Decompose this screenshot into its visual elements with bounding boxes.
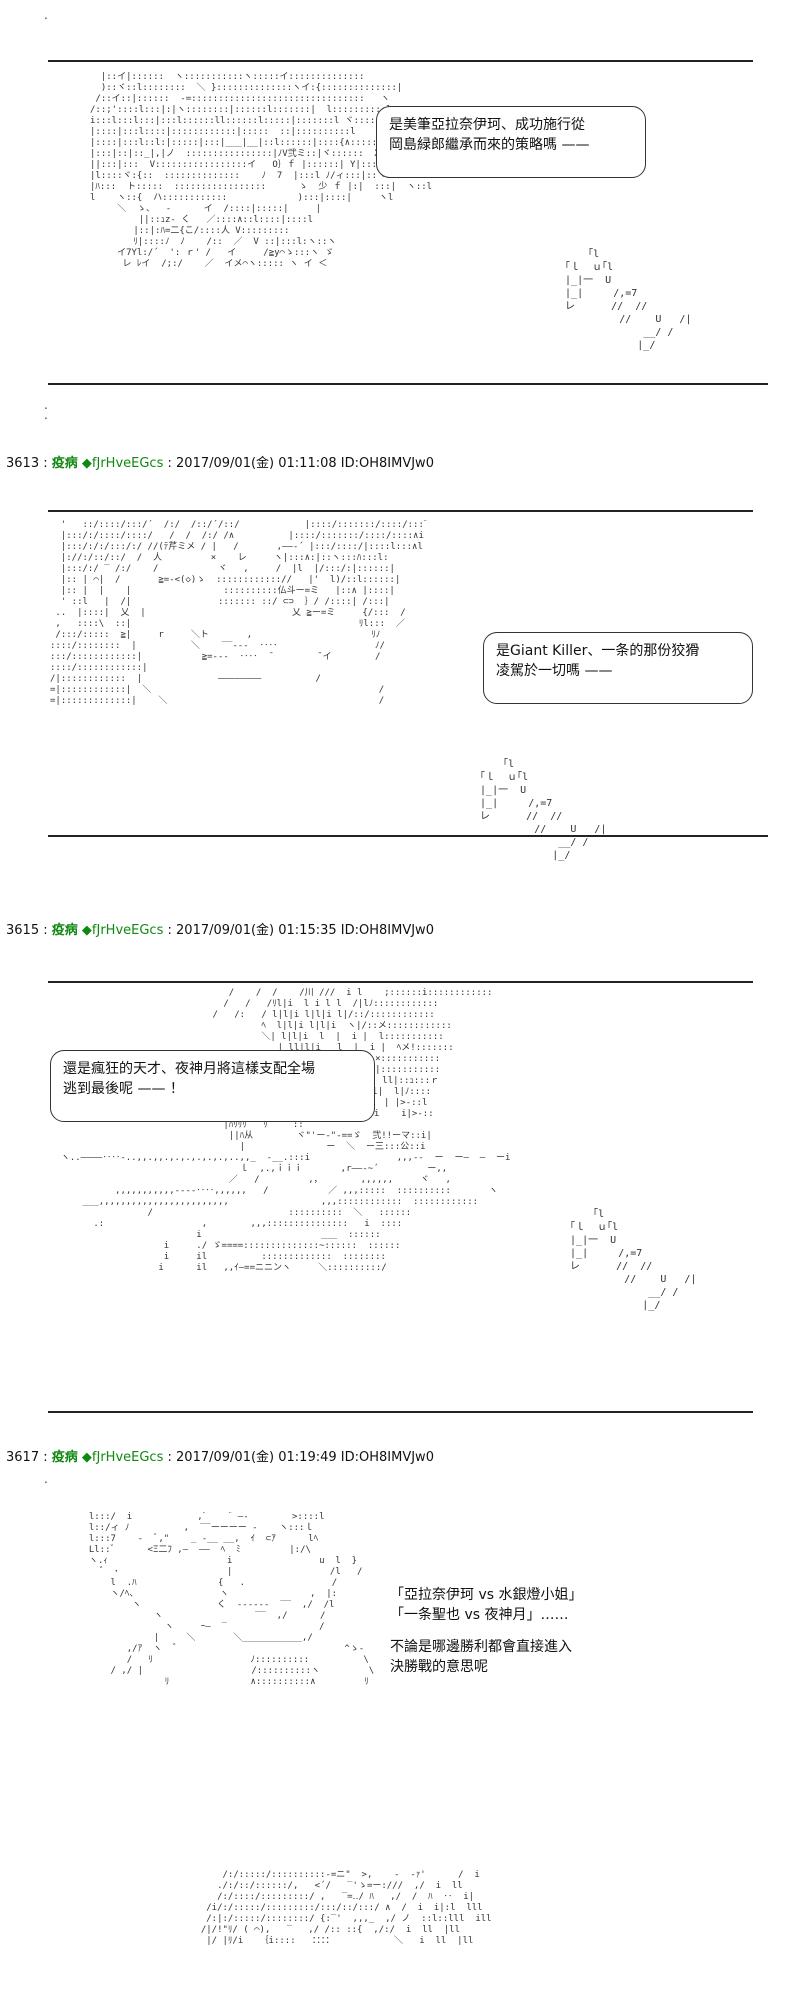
post-colon: :: [167, 923, 172, 938]
dot-marker: .: [44, 8, 48, 22]
panel-bottom-rule: [48, 383, 768, 385]
post-header-3615: 3615 : 疫病 ◆fJrHveEGcs : 2017/09/01(金) 01…: [6, 919, 434, 938]
post-id: ID:OH8IMVJw0: [340, 1450, 434, 1465]
post-id: ID:OH8IMVJw0: [340, 456, 434, 471]
ascii-art-character-2: ' ::/::::/:::/´ /:/ /::/´/::/ |::::/::::…: [50, 520, 433, 706]
post-number: 3613: [6, 456, 40, 471]
artist-logo-1: 「l ｢ｌ ｕ｢l |_|一 U |_| /,=7 レ // // // U /…: [565, 249, 692, 351]
post-id: ID:OH8IMVJw0: [340, 923, 434, 938]
speech-bubble-3: 還是瘋狂的天才、夜神月將這樣支配全場 逃到最後呢 —— ！: [50, 1050, 375, 1122]
bubble-line: 岡島緑郎繼承而來的策略嗎 ——: [389, 137, 590, 153]
narration-caption: 「亞拉奈伊珂 vs 水銀燈小姐」 「一条聖也 vs 夜神月」…… 不論是哪邊勝利…: [390, 1585, 690, 1677]
post-colon: :: [43, 456, 48, 471]
post-colon: :: [167, 1450, 172, 1465]
bubble-line: 是Giant Killer、一条的那份狡猾: [496, 643, 700, 659]
poster-name: 疫病: [51, 923, 78, 938]
post-header-3613: 3613 : 疫病 ◆fJrHveEGcs : 2017/09/01(金) 01…: [6, 452, 434, 471]
bubble-line: 還是瘋狂的天才、夜神月將這樣支配全場: [63, 1061, 315, 1077]
panel-top-rule: [48, 510, 753, 512]
dot-marker: .: [44, 1472, 48, 1486]
caption-line: 「一条聖也 vs 夜神月」……: [390, 1607, 569, 1623]
post-date: 2017/09/01(金): [176, 923, 275, 938]
bubble-line: 凌駕於一切嗎 ——: [496, 663, 613, 679]
post-time: 01:11:08: [278, 456, 337, 471]
caption-line: 決勝戰的意思呢: [390, 1659, 488, 1675]
poster-trip: ◆fJrHveEGcs: [81, 456, 164, 471]
poster-name: 疫病: [51, 1450, 78, 1465]
speech-bubble-1: 是美筆亞拉奈伊珂、成功施行從 岡島緑郎繼承而來的策略嗎 ——: [376, 106, 646, 178]
caption-gap: [390, 1625, 690, 1637]
artist-logo-3: 「l ｢ｌ ｕ｢l |_|一 U |_| /,=7 レ // // // U /…: [570, 1209, 697, 1311]
post-number: 3615: [6, 923, 40, 938]
post-header-3617: 3617 : 疫病 ◆fJrHveEGcs : 2017/09/01(金) 01…: [6, 1446, 434, 1465]
panel-top-rule: [48, 981, 753, 983]
ascii-art-character-4: l:::/ i ,ﾞ ゛—- >::::l l::/ィ ﾉ , ‾‾ーーーー -…: [88, 1512, 375, 1687]
panel-bottom-rule: [48, 1411, 753, 1413]
post-number: 3617: [6, 1450, 40, 1465]
caption-line: 「亞拉奈伊珂 vs 水銀燈小姐」: [390, 1587, 583, 1603]
bubble-line: 是美筆亞拉奈伊珂、成功施行從: [389, 117, 585, 133]
post-time: 01:15:35: [278, 923, 337, 938]
ascii-art-character-1: |::イ|:::::: ヽ:::::::::::ヽ:::::イ:::::::::…: [90, 72, 447, 269]
dot-marker: . .: [44, 398, 48, 422]
post-colon: :: [167, 456, 172, 471]
post-date: 2017/09/01(金): [176, 1450, 275, 1465]
panel-bottom-rule: [48, 835, 768, 837]
speech-bubble-2: 是Giant Killer、一条的那份狡猾 凌駕於一切嗎 ——: [483, 632, 753, 704]
bubble-line: 逃到最後呢 —— ！: [63, 1081, 184, 1097]
post-date: 2017/09/01(金): [176, 456, 275, 471]
poster-trip: ◆fJrHveEGcs: [81, 1450, 164, 1465]
poster-trip: ◆fJrHveEGcs: [81, 923, 164, 938]
poster-name: 疫病: [51, 456, 78, 471]
artist-logo-2: 「l ｢ｌ ｕ｢l |_|一 U |_| /,=7 レ // // // U /…: [480, 759, 607, 861]
post-colon: :: [43, 1450, 48, 1465]
post-colon: :: [43, 923, 48, 938]
caption-line: 不論是哪邊勝利都會直接進入: [390, 1639, 572, 1655]
ascii-art-character-5: /:/:::::/::::::::::-=ニ" >, - -ｧ' / i ./:…: [200, 1870, 492, 1946]
post-time: 01:19:49: [278, 1450, 337, 1465]
panel-top-rule: [48, 60, 753, 62]
